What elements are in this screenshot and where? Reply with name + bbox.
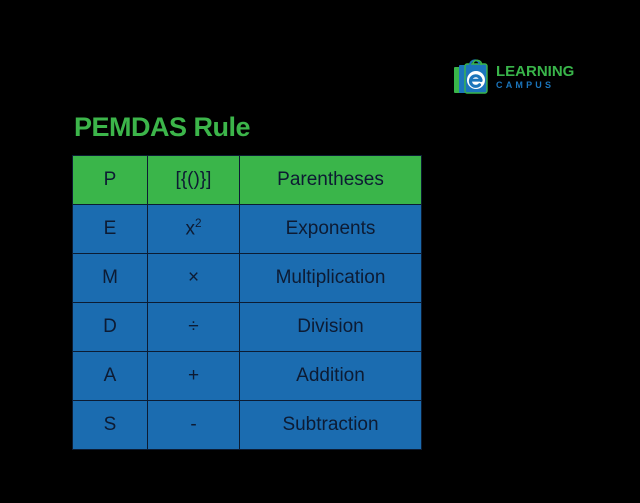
brand-logo: LEARNING CAMPUS [450, 54, 580, 100]
cell-letter: M [72, 253, 148, 303]
logo-line-learning: LEARNING [496, 63, 575, 80]
cell-letter: A [72, 351, 148, 401]
table-row: D ÷ Division [72, 302, 422, 352]
cell-letter: D [72, 302, 148, 352]
cell-symbol: [{()}] [147, 155, 240, 205]
pemdas-table: P [{()}] Parentheses E x2 Exponents M × … [72, 155, 422, 450]
table-row: S - Subtraction [72, 400, 422, 450]
table-row: E x2 Exponents [72, 204, 422, 254]
table-row: A + Addition [72, 351, 422, 401]
cell-letter: E [72, 204, 148, 254]
cell-symbol: - [147, 400, 240, 450]
cell-symbol: x2 [147, 204, 240, 254]
cell-symbol-base: x [185, 218, 195, 240]
logo-wordmark: LEARNING CAMPUS [496, 64, 574, 90]
cell-letter: P [72, 155, 148, 205]
cell-symbol: + [147, 351, 240, 401]
cell-name: Subtraction [239, 400, 422, 450]
cell-symbol-exponent: 2 [194, 217, 202, 231]
table-row: M × Multiplication [72, 253, 422, 303]
cell-name: Multiplication [239, 253, 422, 303]
cell-name: Exponents [239, 204, 422, 254]
cell-name: Division [239, 302, 422, 352]
cell-symbol: ÷ [147, 302, 240, 352]
page-title: PEMDAS Rule [74, 112, 251, 142]
cell-name: Parentheses [239, 155, 422, 205]
cell-name: Addition [239, 351, 422, 401]
cell-symbol: × [147, 253, 240, 303]
e-book-logo-icon [450, 55, 494, 99]
table-row: P [{()}] Parentheses [72, 155, 422, 205]
cell-letter: S [72, 400, 148, 450]
logo-line-campus: CAMPUS [496, 80, 555, 90]
